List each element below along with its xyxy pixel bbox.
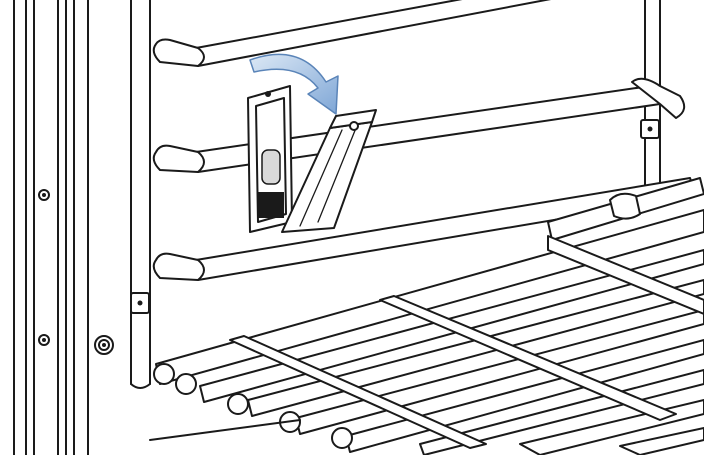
cavity-floor: [149, 419, 301, 441]
lamp-cover: [281, 109, 377, 233]
shelf-side-runner: [547, 177, 704, 241]
clip-bracket: [130, 292, 150, 314]
round-fixing: [94, 335, 114, 355]
curved-arrow-icon: [249, 53, 339, 115]
wire-shelf-rack: [153, 209, 704, 455]
shelf-runner-middle: [152, 77, 686, 173]
door-frame: [13, 0, 151, 455]
lamp-housing: [247, 85, 293, 233]
screw: [38, 334, 50, 346]
screw: [38, 189, 50, 201]
shelf-runner-top: [152, 0, 552, 67]
